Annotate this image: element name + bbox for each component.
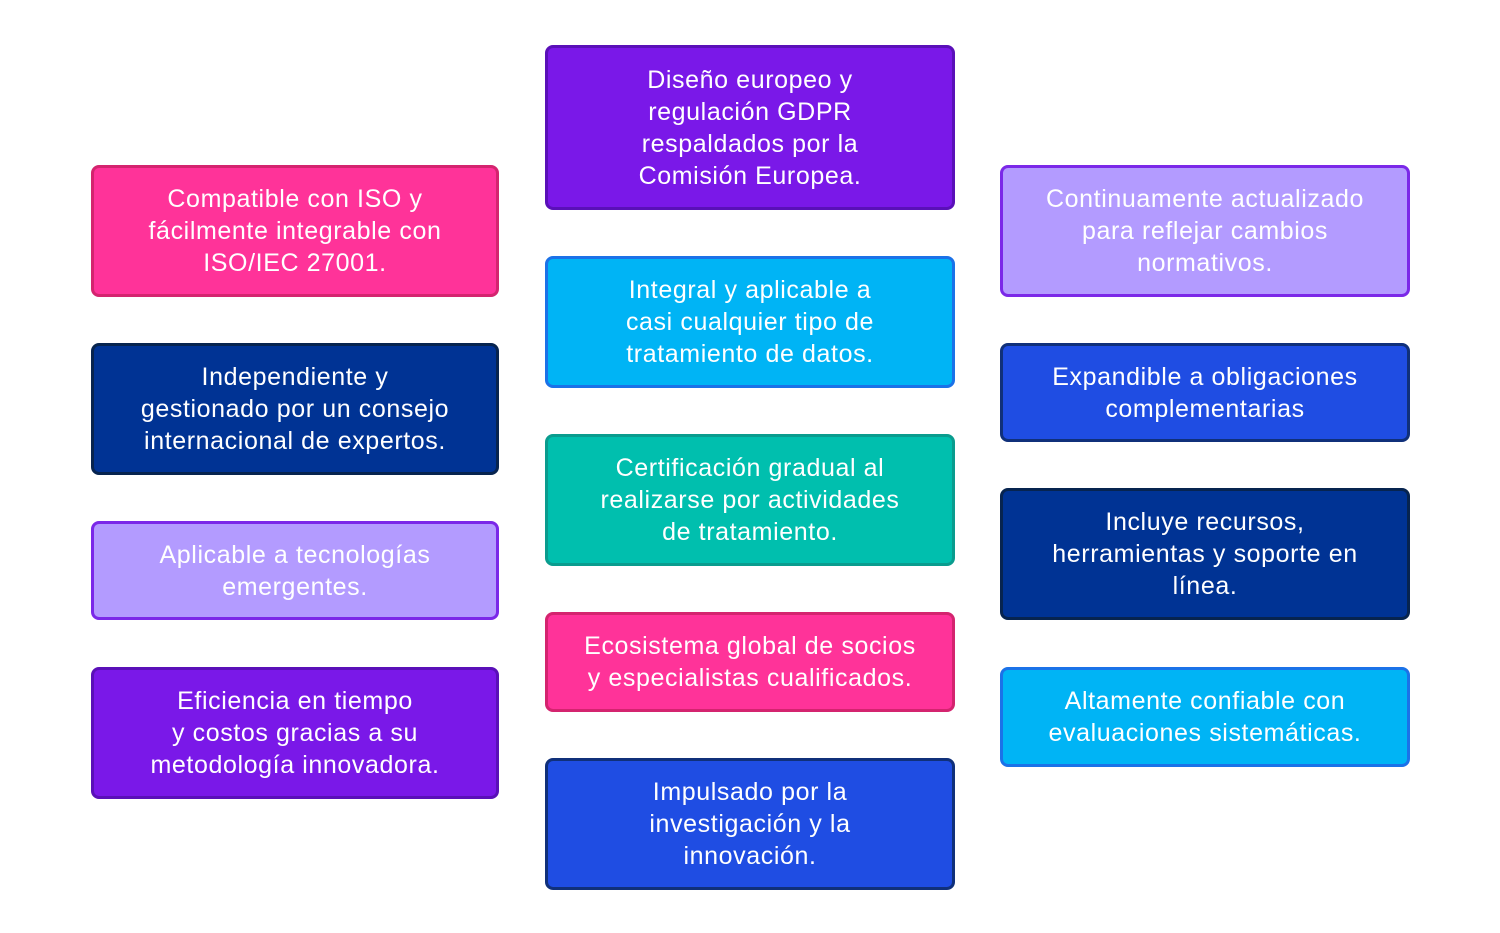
- feature-text: Eficiencia en tiempo y costos gracias a …: [150, 687, 440, 779]
- feature-text: Certificación gradual al realizarse por …: [600, 454, 900, 546]
- feature-text: Altamente confiable con evaluaciones sis…: [1048, 687, 1362, 747]
- feature-text: Aplicable a tecnologías emergentes.: [159, 540, 431, 601]
- feature-box-expandable: Expandible a obligaciones complementaria…: [1000, 343, 1410, 442]
- feature-box-efficiency: Eficiencia en tiempo y costos gracias a …: [91, 667, 499, 799]
- feature-box-comprehensive: Integral y aplicable a casi cualquier ti…: [545, 256, 955, 388]
- feature-box-online-resources: Incluye recursos, herramientas y soporte…: [1000, 488, 1410, 620]
- feature-text: Incluye recursos, herramientas y soporte…: [1052, 508, 1358, 600]
- feature-box-continuously-updated: Continuamente actualizado para reflejar …: [1000, 165, 1410, 297]
- feature-text: Integral y aplicable a casi cualquier ti…: [625, 276, 875, 368]
- feature-text: Continuamente actualizado para reflejar …: [1046, 185, 1364, 277]
- feature-box-gradual-certification: Certificación gradual al realizarse por …: [545, 434, 955, 566]
- feature-text: Ecosistema global de socios y especialis…: [584, 632, 916, 692]
- feature-text: Compatible con ISO y fácilmente integrab…: [148, 185, 442, 277]
- feature-box-iso-compatible: Compatible con ISO y fácilmente integrab…: [91, 165, 499, 297]
- feature-text: Diseño europeo y regulación GDPR respald…: [638, 65, 862, 190]
- feature-box-global-ecosystem: Ecosistema global de socios y especialis…: [545, 612, 955, 712]
- feature-text: Impulsado por la investigación y la inno…: [649, 778, 851, 870]
- feature-text: Independiente y gestionado por un consej…: [140, 363, 450, 455]
- feature-box-european-design: Diseño europeo y regulación GDPR respald…: [545, 45, 955, 210]
- feature-box-emerging-tech: Aplicable a tecnologías emergentes.: [91, 521, 499, 620]
- feature-text: Expandible a obligaciones complementaria…: [1052, 362, 1358, 423]
- feature-box-research-driven: Impulsado por la investigación y la inno…: [545, 758, 955, 890]
- feature-box-reliable: Altamente confiable con evaluaciones sis…: [1000, 667, 1410, 767]
- feature-box-independent: Independiente y gestionado por un consej…: [91, 343, 499, 475]
